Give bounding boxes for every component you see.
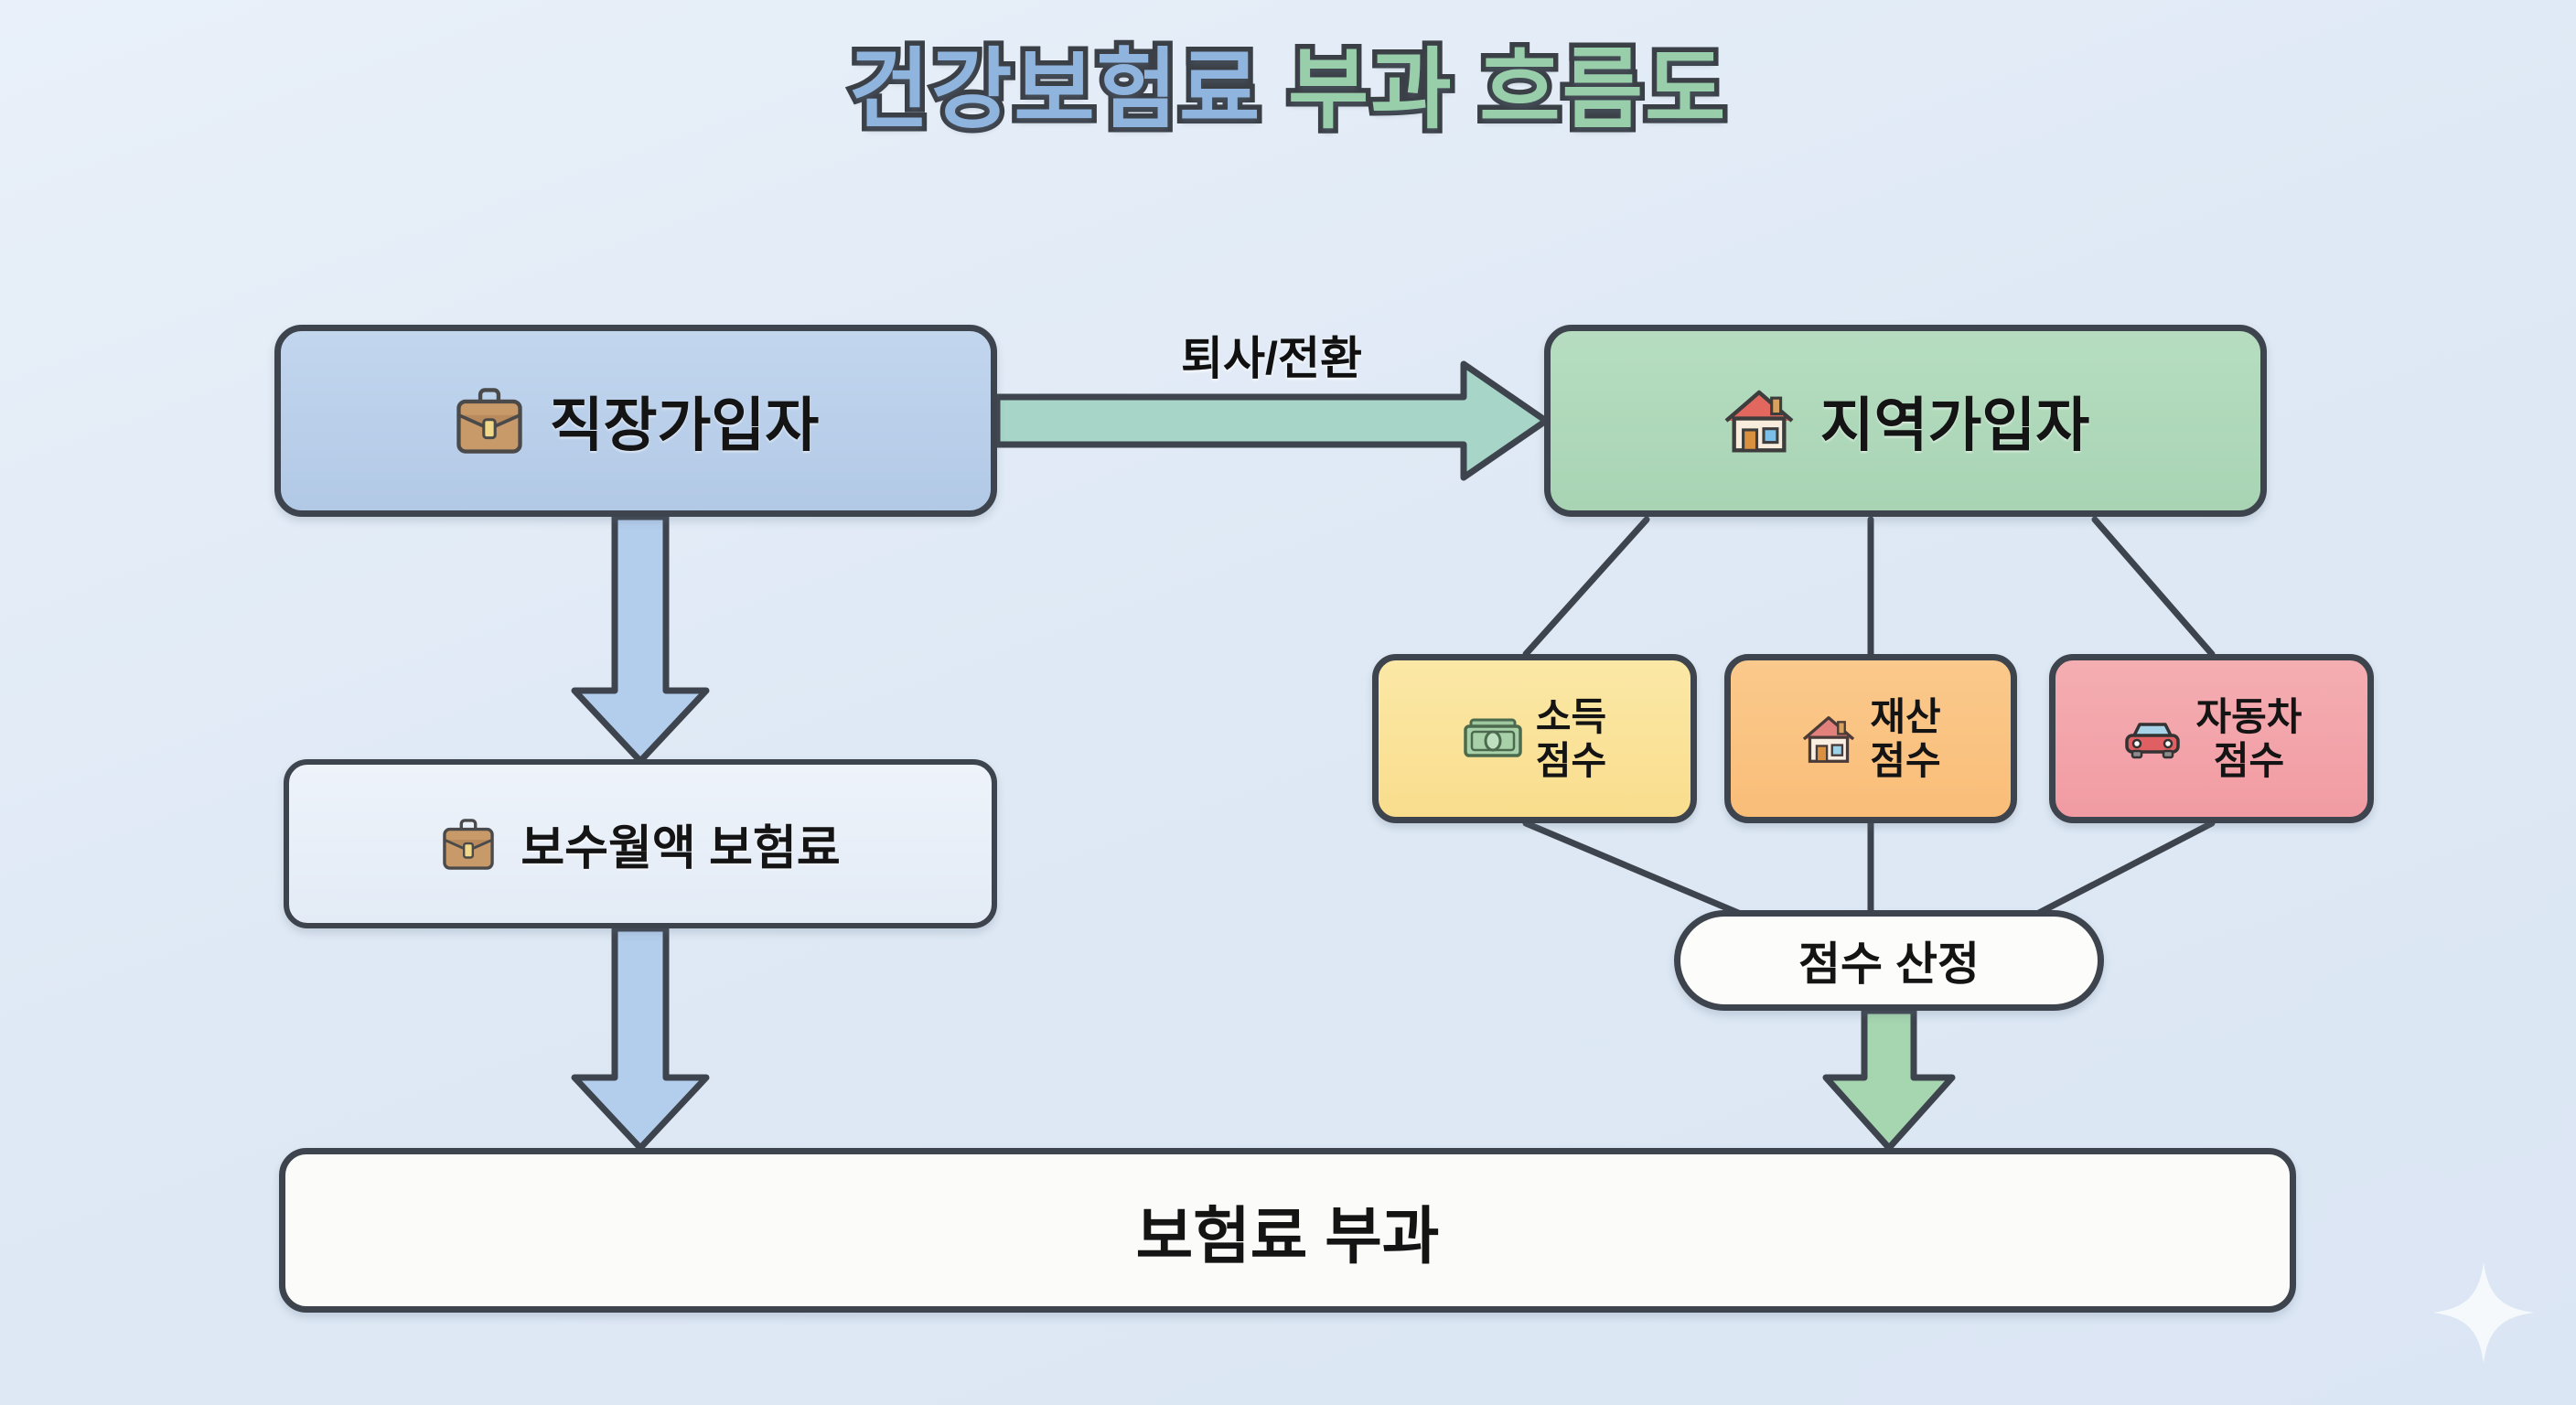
title-segment-blue: 건강보험료	[843, 37, 1265, 144]
node-regional-label: 지역가입자	[1819, 392, 2090, 458]
node-score-calc-label: 점수 산정	[1798, 938, 1980, 990]
edge-vehicle-to-score	[2032, 820, 2216, 918]
node-levy-label: 보험료 부과	[1135, 1201, 1440, 1271]
node-regional[interactable]: 지역가입자	[1544, 325, 2267, 517]
house-icon	[1722, 386, 1797, 456]
chip-vehicle-score-label: 자동차 점수	[2195, 695, 2302, 782]
title-segment-green: 부과 흐름도	[1261, 37, 1731, 144]
car-icon	[2121, 717, 2184, 761]
house-icon	[1800, 713, 1857, 765]
edge-salary-to-levy	[571, 925, 710, 1152]
chip-property-score[interactable]: 재산 점수	[1724, 654, 2017, 823]
briefcase-icon	[453, 388, 526, 454]
edge-employee-to-salary	[571, 513, 710, 765]
node-score-calc[interactable]: 점수 산정	[1674, 910, 2104, 1011]
page-title: 건강보험료 부과 흐름도	[0, 37, 2576, 144]
chip-income-score[interactable]: 소득 점수	[1372, 654, 1697, 823]
edge-income-to-score	[1522, 820, 1746, 918]
node-levy[interactable]: 보험료 부과	[279, 1148, 2296, 1313]
node-salary-premium[interactable]: 보수월액 보험료	[284, 759, 997, 928]
money-icon	[1463, 717, 1523, 761]
node-employee[interactable]: 직장가입자	[274, 325, 997, 517]
transition-label: 퇴사/전환	[1181, 333, 1362, 384]
briefcase-icon	[440, 818, 497, 870]
node-salary-premium-label: 보수월액 보험료	[521, 822, 841, 875]
chip-vehicle-score[interactable]: 자동차 점수	[2049, 654, 2374, 823]
chip-property-score-label: 재산 점수	[1870, 695, 1941, 782]
edge-regional-to-income	[1522, 516, 1650, 658]
sparkle-icon	[2429, 1258, 2538, 1372]
chip-income-score-label: 소득 점수	[1535, 695, 1607, 782]
node-employee-label: 직장가입자	[549, 392, 820, 458]
edge-score-to-levy	[1822, 1007, 1956, 1152]
edge-regional-to-vehicle	[2091, 516, 2216, 658]
